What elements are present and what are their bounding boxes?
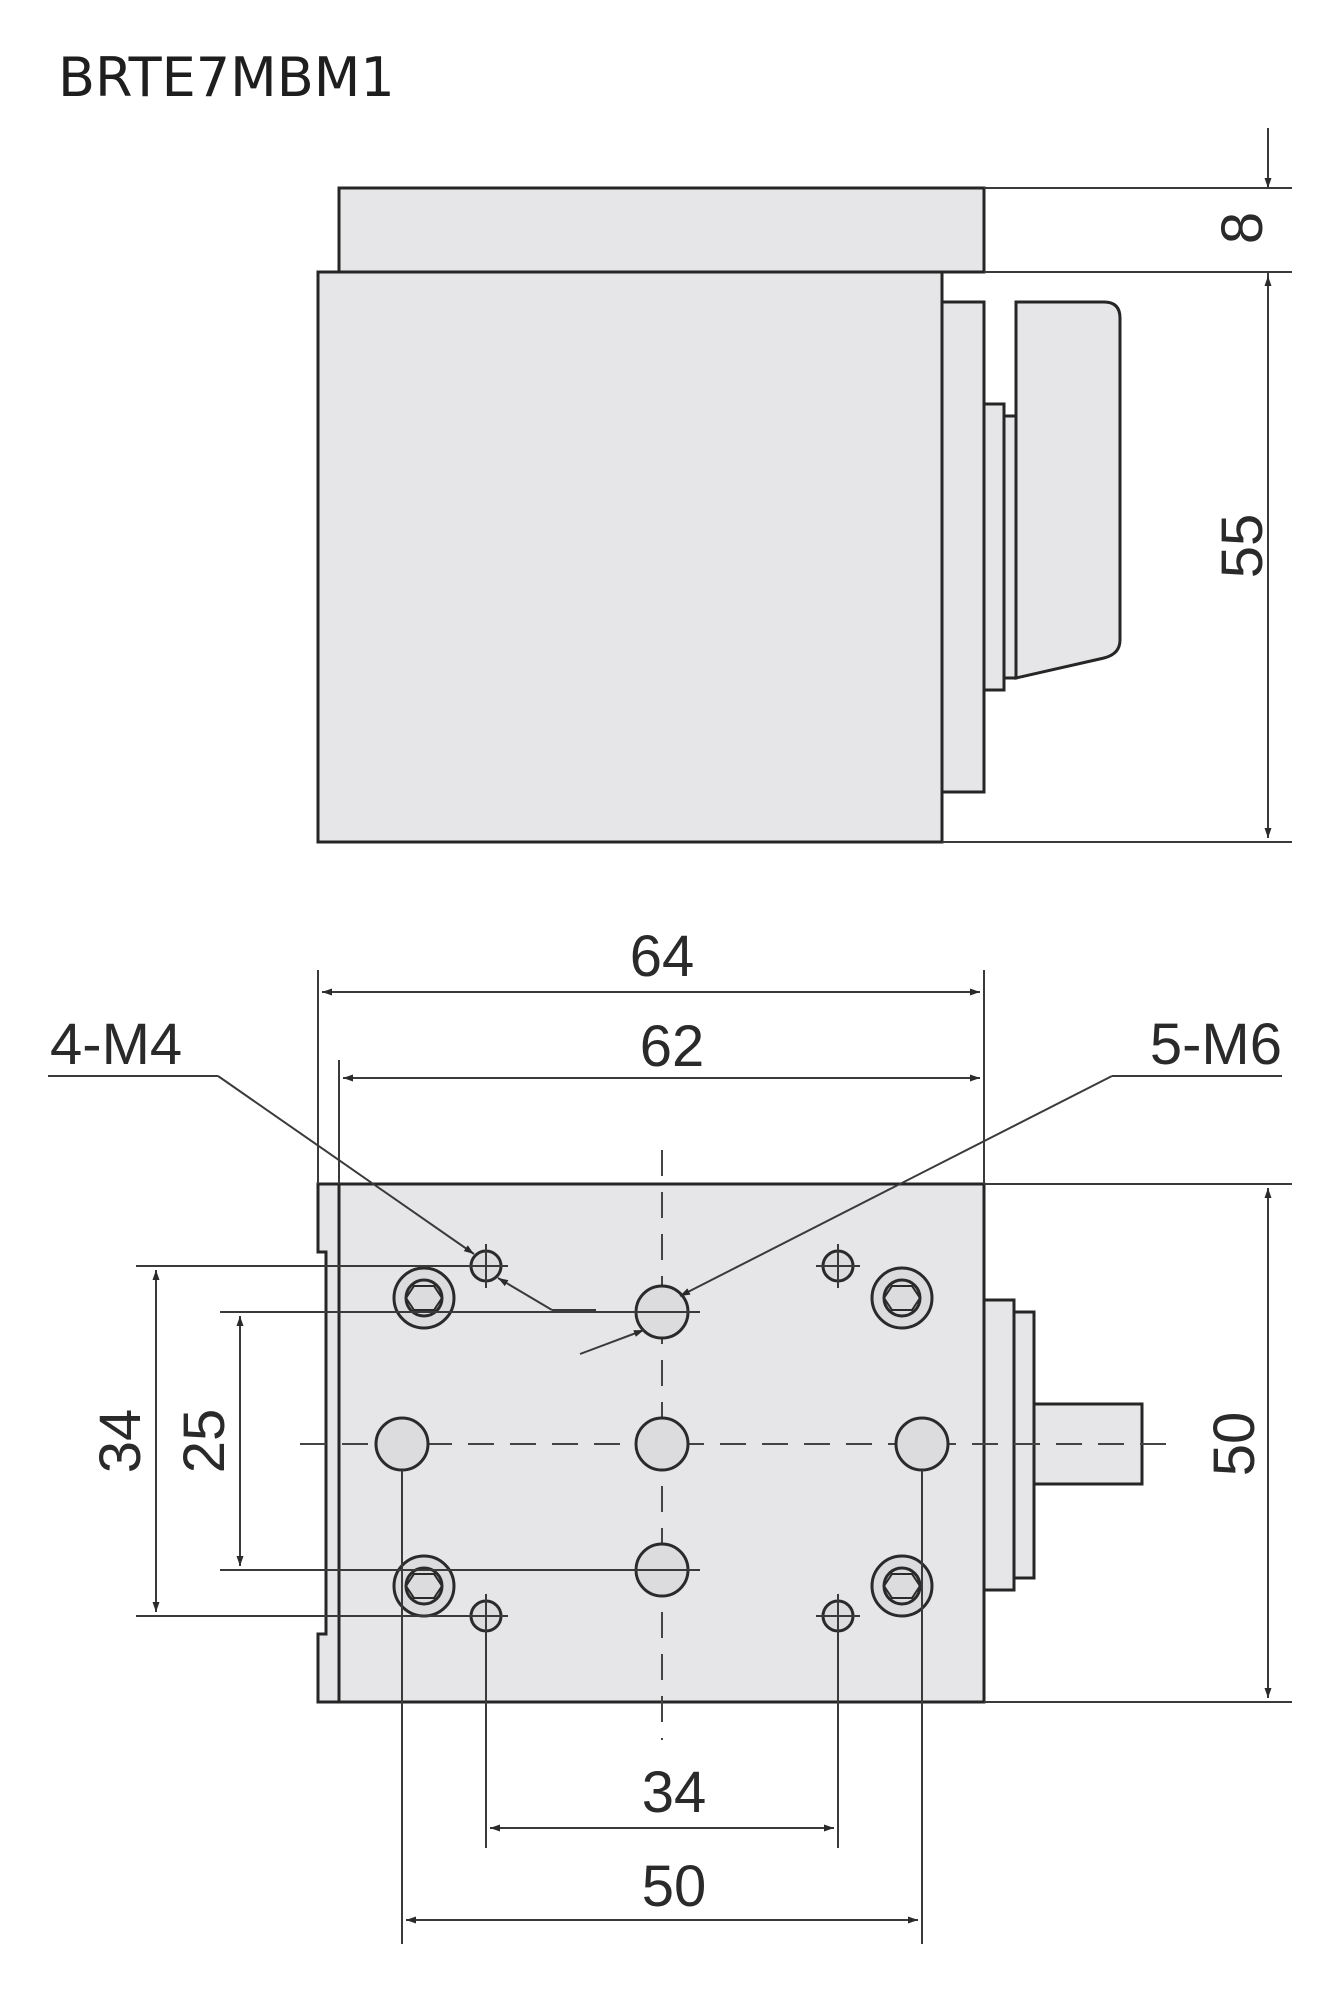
callout-m6-holes: 5-M6 (1150, 1012, 1282, 1077)
callout-m4-leader (217, 1075, 475, 1255)
side-main-body (316, 270, 944, 844)
callout-m6-leader-tail (579, 1329, 645, 1355)
side-view: 8 55 (316, 128, 1292, 844)
dim-label-m4-pitch-horizontal: 34 (642, 1760, 707, 1825)
callout-m6-leader (679, 1075, 1113, 1297)
dim-label-inner-width: 62 (640, 1014, 705, 1079)
side-coupling-inner (1002, 414, 1018, 680)
m4-hole-top-left (464, 1244, 508, 1288)
counterbore-screw-top-left (392, 1266, 456, 1330)
callout-m4-leader-tail (497, 1277, 553, 1311)
top-motor-shaft (1032, 1402, 1144, 1486)
m6-hole-bottom-center (624, 1542, 700, 1598)
m4-hole-top-right (816, 1244, 860, 1288)
counterbore-screw-bottom-right (870, 1554, 934, 1618)
dim-label-body-height: 55 (1210, 514, 1275, 579)
dim-label-m4-pitch-vertical: 34 (88, 1409, 153, 1474)
side-motor-flange (940, 300, 986, 794)
dim-label-overall-width: 64 (630, 924, 695, 989)
m6-hole-right (894, 1416, 950, 1472)
dim-label-m6-pitch-vertical: 25 (172, 1409, 237, 1474)
counterbore-screw-top-right (870, 1266, 934, 1330)
top-view: 64 62 50 34 25 34 50 4-M4 5-M6 (48, 924, 1292, 1944)
side-top-plate (337, 186, 986, 274)
side-coupling (982, 402, 1006, 692)
side-motor-knob (1014, 300, 1122, 680)
model-title: BRTE7MBM1 (58, 46, 395, 109)
dim-label-m6-pitch-horizontal: 50 (642, 1854, 707, 1919)
dim-label-top-plate-height: 8 (1210, 212, 1275, 244)
dim-label-depth: 50 (1202, 1412, 1267, 1477)
m4-hole-bottom-right (816, 1594, 860, 1638)
m6-hole-left (374, 1416, 430, 1472)
m6-hole-center (634, 1416, 690, 1472)
callout-m4-holes: 4-M4 (50, 1012, 182, 1077)
